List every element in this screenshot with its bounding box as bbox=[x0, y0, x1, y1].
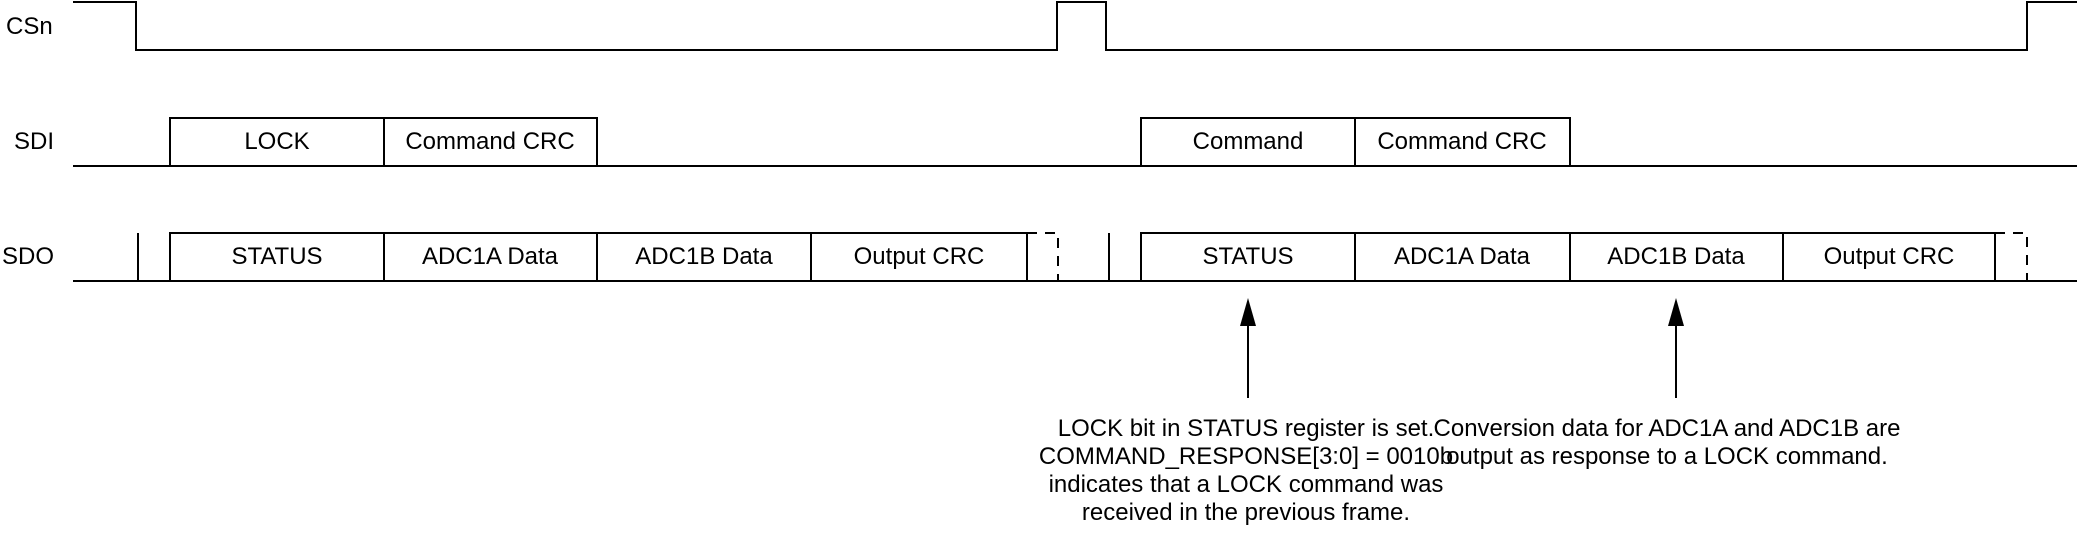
sdi-field-command-crc-2: Command CRC bbox=[1377, 128, 1546, 155]
sdo-field-status: STATUS bbox=[231, 243, 322, 270]
csn-label: CSn bbox=[6, 13, 53, 40]
sdo-field-adc1b-data: ADC1B Data bbox=[635, 243, 773, 270]
csn-waveform bbox=[73, 1, 2077, 51]
sdo-frame-2: STATUS ADC1A Data ADC1B Data Output CRC bbox=[1140, 232, 2028, 281]
sdi-label: SDI bbox=[14, 128, 54, 155]
sdo-field-adc1b-data-2: ADC1B Data bbox=[1607, 243, 1745, 270]
sdo-frame-2-dashed-tail bbox=[1995, 232, 2028, 281]
sdo-frame-1-dashed-tail bbox=[1027, 232, 1059, 281]
sdo-frame-1-top bbox=[169, 232, 1027, 281]
status-arrow bbox=[1240, 298, 1256, 398]
sdo-label: SDO bbox=[2, 243, 54, 270]
sdi-field-lock: LOCK bbox=[244, 128, 309, 155]
sdo-field-status-2: STATUS bbox=[1202, 243, 1293, 270]
sdo-frame-2-top bbox=[1140, 232, 1995, 281]
sdi-field-command-crc: Command CRC bbox=[405, 128, 574, 155]
status-note-line-2: COMMAND_RESPONSE[3:0] = 0010b bbox=[1039, 443, 1453, 470]
status-note-line-4: received in the previous frame. bbox=[1082, 499, 1410, 526]
data-note: Conversion data for ADC1A and ADC1B are … bbox=[1434, 415, 1901, 470]
sdi-field-command: Command bbox=[1193, 128, 1304, 155]
sdo-frame-1: STATUS ADC1A Data ADC1B Data Output CRC bbox=[169, 232, 1059, 281]
status-arrow-head bbox=[1240, 298, 1256, 326]
status-note: LOCK bit in STATUS register is set. COMM… bbox=[1039, 415, 1453, 526]
sdo-field-output-crc: Output CRC bbox=[854, 243, 985, 270]
sdi-frame-2: Command Command CRC bbox=[1140, 117, 1571, 166]
data-arrow bbox=[1668, 298, 1684, 398]
sdo-field-output-crc-2: Output CRC bbox=[1824, 243, 1955, 270]
data-note-line-1: Conversion data for ADC1A and ADC1B are bbox=[1434, 415, 1901, 442]
sdi-frame-1: LOCK Command CRC bbox=[169, 117, 598, 166]
sdo-field-adc1a-data: ADC1A Data bbox=[422, 243, 559, 270]
data-arrow-head bbox=[1668, 298, 1684, 326]
status-note-line-3: indicates that a LOCK command was bbox=[1049, 471, 1444, 498]
sdo-field-adc1a-data-2: ADC1A Data bbox=[1394, 243, 1531, 270]
data-note-line-2: output as response to a LOCK command. bbox=[1446, 443, 1888, 470]
status-note-line-1: LOCK bit in STATUS register is set. bbox=[1058, 415, 1435, 442]
